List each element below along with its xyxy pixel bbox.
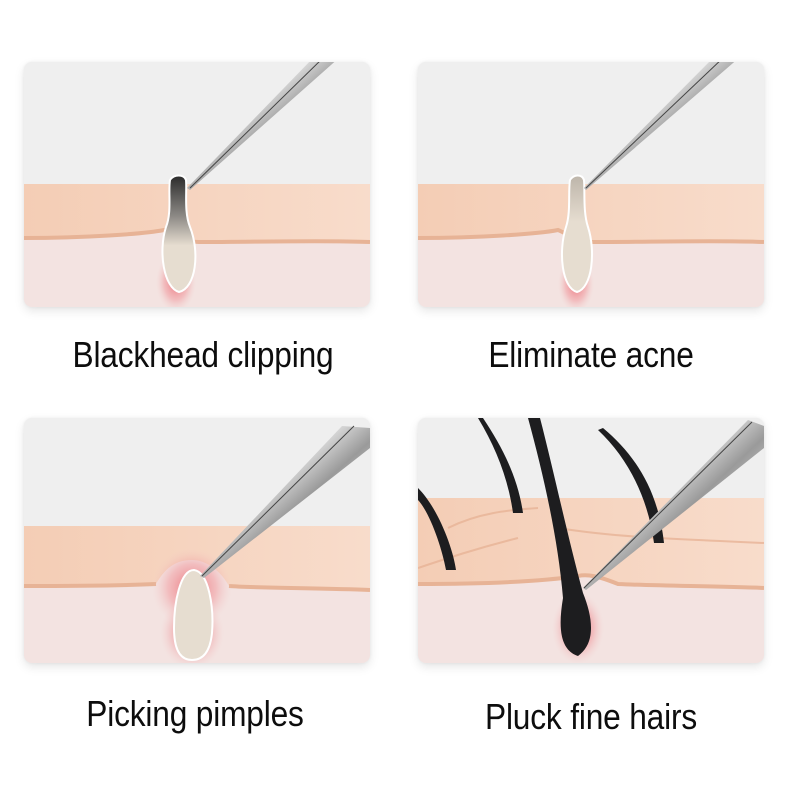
panel-blackhead-clipping (24, 62, 370, 307)
caption-picking-pimples: Picking pimples (86, 693, 304, 734)
panel-eliminate-acne (418, 62, 764, 307)
tweezer-blackhead-icon (24, 62, 370, 307)
tweezer-acne-icon (418, 62, 764, 307)
panel-pluck-fine-hairs (418, 418, 764, 663)
caption-blackhead-clipping: Blackhead clipping (72, 334, 334, 375)
tweezer-pimple-icon (24, 418, 370, 663)
tweezer-hair-icon (418, 418, 764, 663)
panel-picking-pimples (24, 418, 370, 663)
caption-eliminate-acne: Eliminate acne (488, 334, 694, 375)
caption-pluck-fine-hairs: Pluck fine hairs (484, 696, 697, 737)
